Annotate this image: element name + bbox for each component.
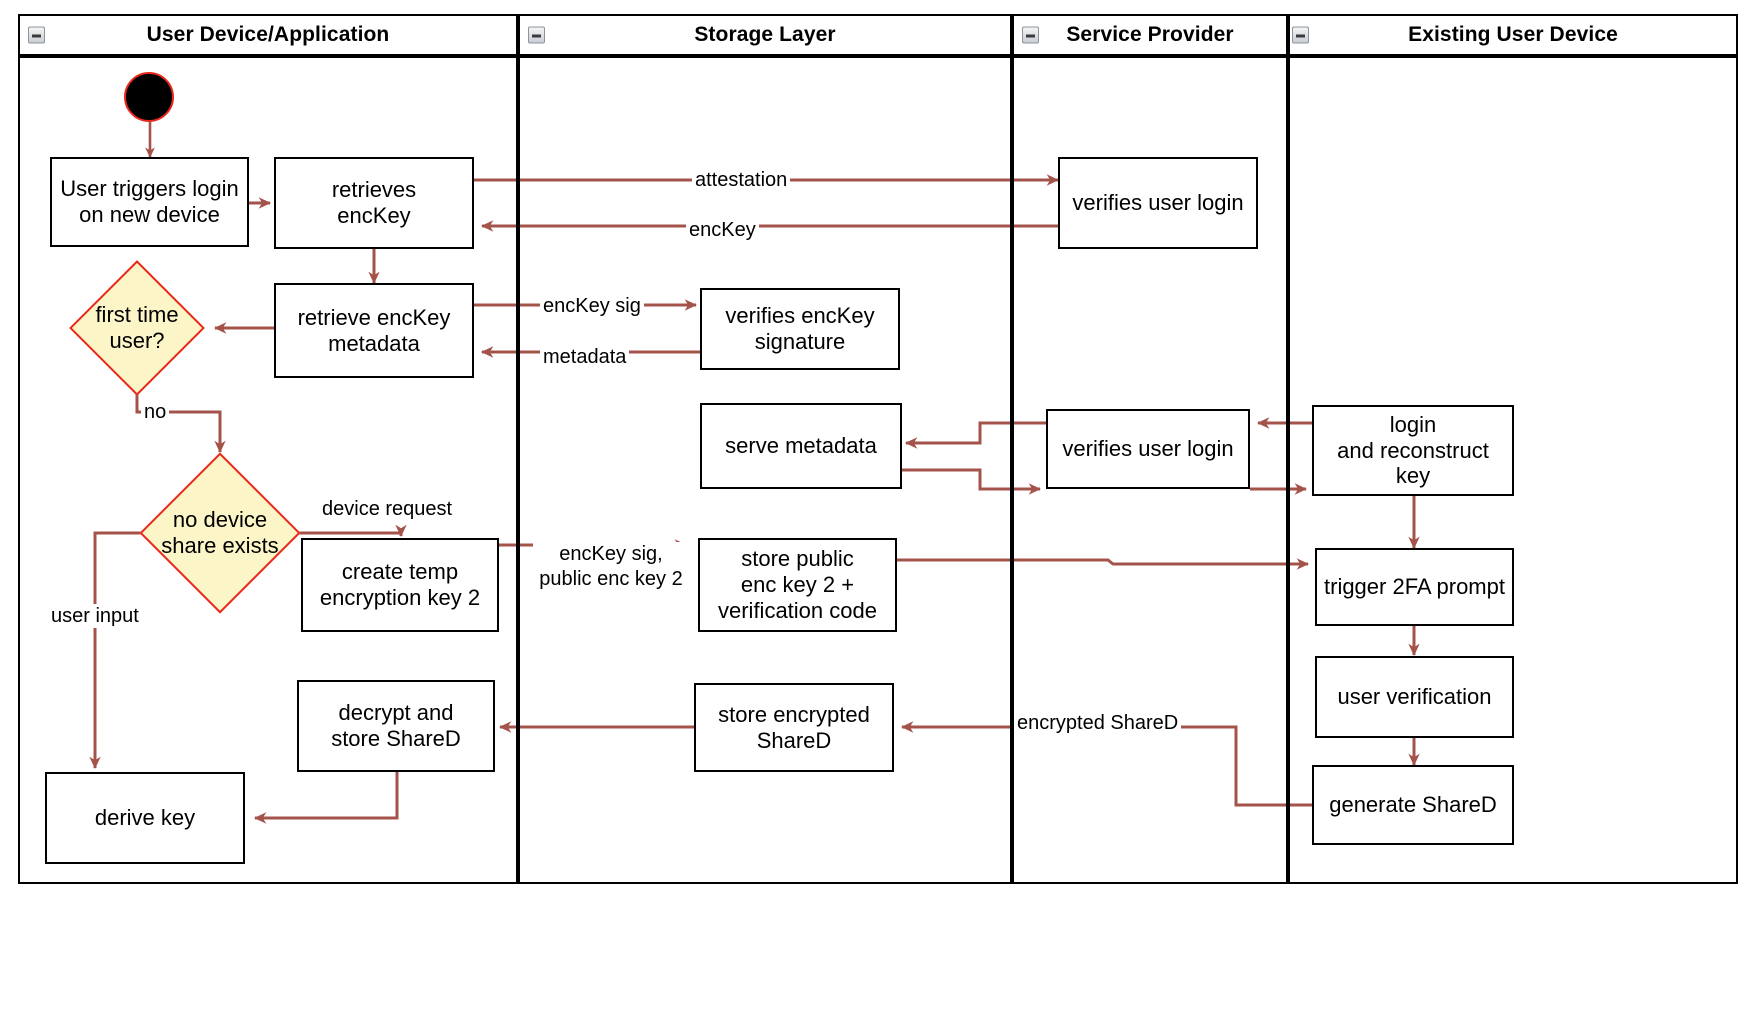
lane-header-service-provider[interactable]: Service Provider	[1012, 14, 1288, 56]
lane-title-storage: Storage Layer	[694, 23, 836, 46]
edge-label-enckey-sig: encKey sig	[540, 294, 644, 318]
edge-label-no: no	[141, 400, 170, 424]
lane-body-storage	[518, 56, 1012, 884]
node-verifies-user-login-1[interactable]: verifies user login	[1058, 157, 1258, 249]
collapse-minus-icon[interactable]	[28, 26, 45, 44]
node-serve-metadata[interactable]: serve metadata	[700, 403, 902, 489]
node-label: generate ShareD	[1329, 792, 1497, 818]
lane-body-existing-device	[1288, 56, 1738, 884]
edge-device-request	[295, 524, 407, 538]
edge-label-sig-public-key2: encKey sig,public enc key 2	[533, 542, 689, 592]
start-node[interactable]	[124, 72, 174, 122]
node-label: verifies user login	[1072, 190, 1244, 216]
edge-user-input	[89, 531, 145, 770]
lane-body-user-device	[18, 56, 518, 884]
node-label: serve metadata	[725, 433, 877, 459]
node-trigger-2fa-prompt[interactable]: trigger 2FA prompt	[1315, 548, 1514, 626]
edge-label-user-input: user input	[48, 604, 142, 628]
node-label: user verification	[1337, 684, 1492, 710]
edge-label-device-request: device request	[319, 497, 456, 521]
lane-header-existing-device[interactable]: Existing User Device	[1288, 14, 1738, 56]
node-derive-key[interactable]: derive key	[45, 772, 245, 864]
node-user-verification[interactable]: user verification	[1315, 656, 1514, 738]
lane-header-storage[interactable]: Storage Layer	[518, 14, 1012, 56]
edge-store-2fa	[897, 558, 1310, 570]
lane-title-existing-device: Existing User Device	[1408, 23, 1618, 46]
node-verifies-user-login-2[interactable]: verifies user login	[1046, 409, 1250, 489]
node-label: derive key	[94, 805, 196, 831]
node-label: trigger 2FA prompt	[1324, 574, 1505, 600]
edge-label-attestation: attestation	[692, 168, 791, 192]
lane-title-service-provider: Service Provider	[1066, 23, 1234, 46]
collapse-minus-icon[interactable]	[1292, 26, 1309, 44]
node-generate-shared[interactable]: generate ShareD	[1312, 765, 1514, 845]
lane-title-user-device: User Device/Application	[146, 23, 390, 46]
lane-header-user-device[interactable]: User Device/Application	[18, 14, 518, 56]
collapse-minus-icon[interactable]	[1022, 26, 1039, 44]
lane-body-service-provider	[1012, 56, 1288, 884]
node-label: verifies user login	[1062, 436, 1234, 462]
collapse-minus-icon[interactable]	[528, 26, 545, 44]
edge-label-metadata: metadata	[540, 345, 630, 369]
edge-label-enckey: encKey	[686, 218, 759, 242]
edge-label-encrypted-shared: encrypted ShareD	[1014, 711, 1182, 735]
edge-decrypt-derive	[253, 772, 399, 824]
